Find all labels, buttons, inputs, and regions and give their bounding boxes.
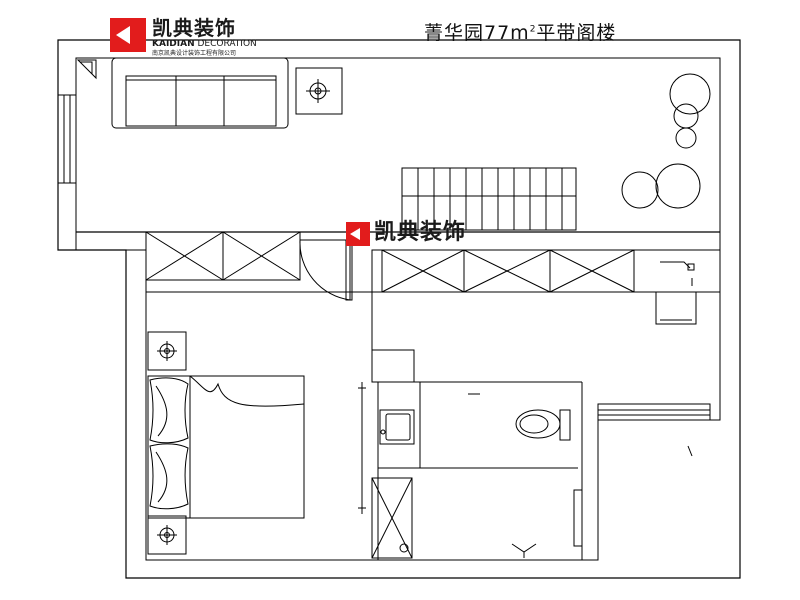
plan-title-superscript: 2 bbox=[529, 24, 537, 35]
right-window bbox=[597, 403, 711, 421]
toilet bbox=[515, 409, 571, 441]
door-swing bbox=[299, 239, 353, 301]
plan-title-main: 菁华园77m bbox=[424, 22, 530, 44]
wardrobe-left bbox=[145, 231, 301, 281]
watermark-brand-text: 凯典装饰 bbox=[374, 220, 467, 245]
logo-brand-text: 凯典装饰 bbox=[152, 16, 236, 40]
logo-mark-icon bbox=[346, 222, 370, 246]
shower bbox=[371, 477, 413, 559]
sofa bbox=[111, 57, 289, 129]
logo-mark-icon bbox=[110, 18, 146, 52]
logo-english-text: KAIDIAN DECORATION bbox=[152, 40, 257, 49]
outer-walls bbox=[57, 39, 741, 579]
logo-english-b: DECORATION bbox=[194, 39, 257, 49]
plan-title-suffix: 平带阁楼 bbox=[536, 22, 617, 44]
left-window bbox=[57, 94, 77, 184]
bed bbox=[147, 375, 305, 519]
logo-english-a: KAIDIAN bbox=[152, 39, 195, 49]
washbasin bbox=[379, 409, 415, 445]
door-mark bbox=[511, 543, 537, 558]
floor-lamp-icon bbox=[295, 67, 343, 115]
company-logo-top: 凯典装饰 KAIDIAN DECORATION 南京凯典设计装饰工程有限公司 bbox=[110, 18, 257, 57]
desk bbox=[633, 249, 721, 293]
wardrobe-right bbox=[371, 249, 720, 293]
bedside-lamp-icon bbox=[147, 515, 187, 555]
company-logo-watermark: 凯典装饰 bbox=[346, 222, 466, 246]
logo-company-text: 南京凯典设计装饰工程有限公司 bbox=[152, 50, 237, 57]
round-chairs bbox=[621, 73, 711, 209]
partition bbox=[573, 489, 583, 547]
bathroom-walls bbox=[358, 349, 583, 560]
staircase bbox=[401, 167, 577, 231]
corner-plant-icon bbox=[76, 59, 97, 80]
bedside-lamp-icon bbox=[147, 331, 187, 371]
plan-title: 菁华园77m2平带阁楼 bbox=[424, 18, 616, 45]
pillows bbox=[149, 377, 189, 510]
bath-fixture bbox=[468, 393, 693, 457]
bedroom-walls bbox=[146, 291, 373, 350]
chair bbox=[655, 291, 697, 325]
